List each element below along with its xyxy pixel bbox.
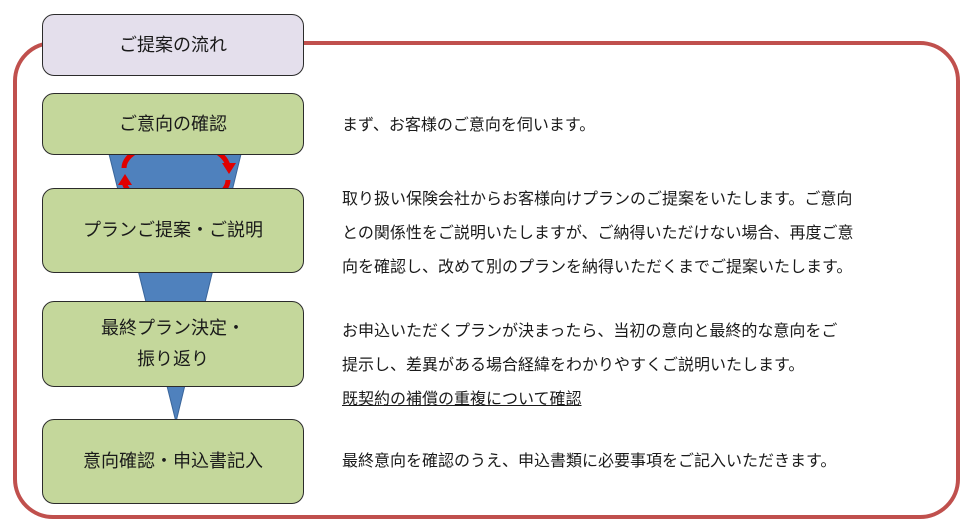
duplicate-coverage-link[interactable]: 既契約の補償の重複について確認: [342, 389, 582, 408]
step-label: ご意向の確認: [119, 113, 227, 135]
description-line: との関係性をご説明いたしますが、ご納得いただけない場合、再度ご意: [342, 223, 854, 242]
cycle-arrowhead-right-icon: [222, 163, 236, 174]
description-line: 提示し、差異がある場合経緯をわかりやすくご説明いたします。: [342, 355, 805, 374]
step-box-application: 意向確認・申込書記入: [42, 419, 304, 504]
flow-frame: [13, 41, 960, 519]
description-line: お申込いただくプランが決まったら、当初の意向と最終的な意向をご: [342, 321, 838, 340]
flow-title: ご提案の流れ: [119, 34, 227, 56]
step-label: プランご提案・ご説明: [83, 220, 263, 241]
description-line: 取り扱い保険会社からお客様向けプランのご提案をいたします。ご意向: [342, 189, 853, 208]
step-description-3: お申込いただくプランが決まったら、当初の意向と最終的な意向をご 提示し、差異があ…: [342, 314, 942, 416]
step-description-2: 取り扱い保険会社からお客様向けプランのご提案をいたします。ご意向 との関係性をご…: [342, 182, 942, 284]
cycle-arrowhead-left-icon: [118, 174, 132, 185]
step-label-line-2: 振り返り: [137, 349, 209, 370]
description-line: 向を確認し、改めて別のプランを納得いただくまでご提案いたします。: [342, 257, 853, 276]
step-description-1: まず、お客様のご意向を伺います。: [342, 108, 942, 142]
step-box-final-plan: 最終プラン決定・ 振り返り: [42, 301, 304, 387]
step-box-plan-proposal: プランご提案・ご説明: [42, 188, 304, 273]
description-line: 最終意向を確認のうえ、申込書類に必要事項をご記入いただきます。: [342, 451, 837, 470]
description-line: まず、お客様のご意向を伺います。: [342, 115, 596, 134]
flow-title-box: ご提案の流れ: [42, 14, 304, 76]
step-label-line-1: 最終プラン決定・: [101, 318, 245, 339]
step-label: 意向確認・申込書記入: [83, 451, 263, 472]
step-description-4: 最終意向を確認のうえ、申込書類に必要事項をご記入いただきます。: [342, 444, 942, 478]
step-box-intent-confirmation: ご意向の確認: [42, 93, 304, 155]
